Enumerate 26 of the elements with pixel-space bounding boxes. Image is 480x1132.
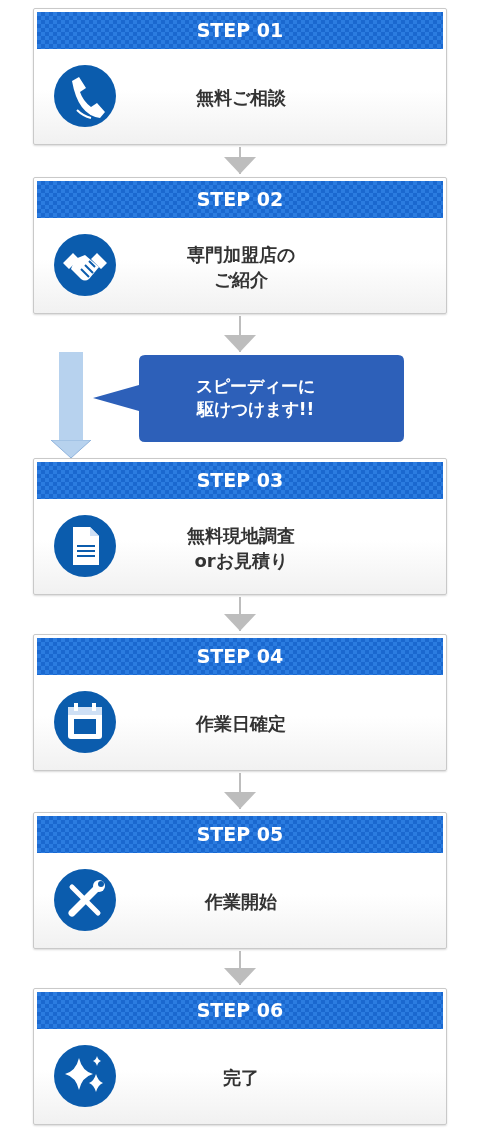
callout-text: スピーディーに駆けつけます!! [195,375,316,421]
step-header: STEP 03 [37,462,443,499]
step-title: 無料ご相談 [195,86,287,110]
arrow [50,352,92,459]
arrow [224,315,256,353]
step-title: 無料現地調査orお見積り [186,523,296,573]
step-card [33,988,447,1125]
step-card [33,8,447,145]
step-card [33,177,447,314]
step-card [33,812,447,949]
step-title: 完了 [222,1066,260,1090]
step-header: STEP 01 [37,12,443,49]
speech-bubble [93,355,404,442]
step-title: 専門加盟店のご紹介 [186,242,296,292]
step-header: STEP 06 [37,992,443,1029]
arrow [224,950,256,986]
step-header: STEP 04 [37,638,443,675]
step-card [33,458,447,595]
arrow [224,772,256,810]
arrow [224,146,256,175]
step-header: STEP 05 [37,816,443,853]
arrow [224,596,256,632]
step-card [33,634,447,771]
step-header: STEP 02 [37,181,443,218]
step-title: 作業日確定 [194,712,287,736]
step-title: 作業開始 [203,890,278,914]
